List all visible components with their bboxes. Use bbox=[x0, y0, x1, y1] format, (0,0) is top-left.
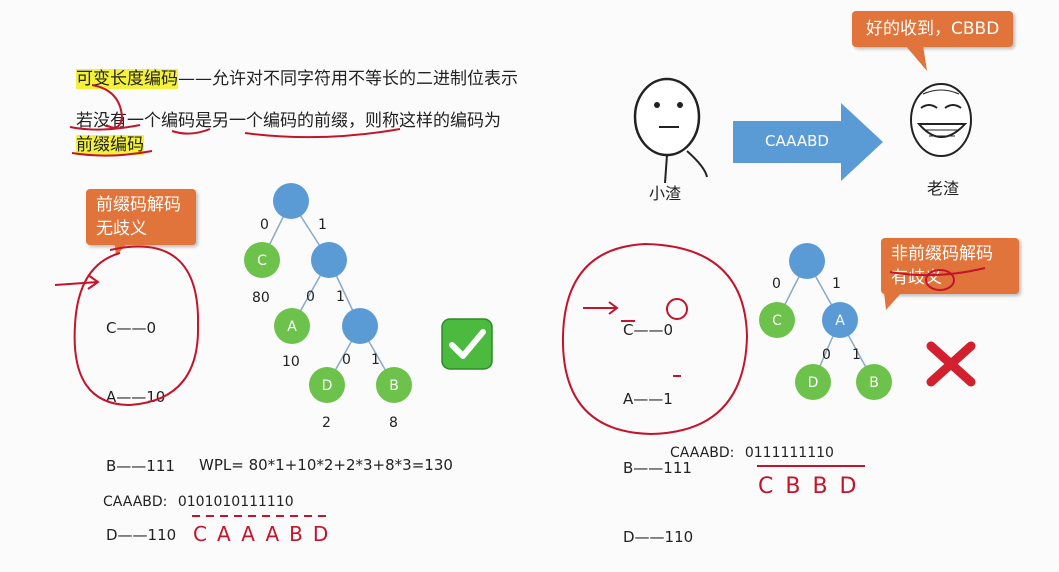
leaf-weight: 10 bbox=[282, 354, 300, 370]
code-row: A——1 bbox=[623, 390, 673, 408]
edge-label: 0 bbox=[822, 347, 831, 363]
encode-label: CAAABD: bbox=[103, 494, 168, 510]
definition-text: ——允许对不同字符用不等长的二进制位表示 bbox=[178, 69, 518, 89]
left-encode-dashes bbox=[192, 515, 330, 517]
left-person-figure bbox=[633, 77, 708, 184]
node-label: A bbox=[835, 313, 845, 329]
check-icon bbox=[441, 318, 493, 370]
leaf-label: C bbox=[257, 253, 267, 269]
right-encode-line: CAAABD: 0111111110 bbox=[670, 445, 834, 461]
edge-label: 0 bbox=[342, 352, 351, 368]
tree-leaf-b bbox=[856, 364, 892, 400]
right-code-table: C——0 A——1 B——111 D——110 bbox=[623, 273, 693, 572]
left-person-name: 小渣 bbox=[649, 184, 682, 203]
right-callout-tail bbox=[884, 292, 902, 310]
left-encode-line: CAAABD: 0101010111110 bbox=[103, 494, 294, 510]
edge-label: 1 bbox=[852, 347, 861, 363]
definition-line-3: 前缀编码 bbox=[76, 130, 144, 155]
wpl-formula: WPL= 80*1+10*2+2*3+8*3=130 bbox=[199, 456, 453, 474]
left-handwritten-decode: CAAABD bbox=[193, 522, 339, 546]
leaf-label: D bbox=[808, 375, 819, 391]
top-ink-annotations bbox=[69, 84, 401, 157]
tree-internal-node bbox=[342, 308, 378, 344]
leaf-label: B bbox=[869, 375, 879, 391]
leaf-label: D bbox=[322, 378, 333, 394]
left-callout: 前缀码解码无歧义 bbox=[86, 189, 196, 245]
right-ink-circle bbox=[561, 243, 749, 436]
tree-leaf-b bbox=[376, 367, 412, 403]
leaf-weight: 8 bbox=[389, 415, 398, 431]
leaf-label: A bbox=[287, 319, 297, 335]
right-encode-underline bbox=[757, 465, 865, 467]
right-prefixless-tree: C A D B 0 1 0 1 bbox=[759, 243, 892, 400]
leaf-weight: 2 bbox=[322, 415, 331, 431]
encode-bits: 0101010111110 bbox=[177, 494, 294, 510]
leaf-label: C bbox=[772, 313, 782, 329]
tree-leaf-c bbox=[244, 242, 280, 278]
leaf-weight: 80 bbox=[252, 290, 270, 306]
right-person-name: 老渣 bbox=[927, 179, 960, 198]
edge-label: 1 bbox=[336, 289, 345, 305]
leaf-label: B bbox=[389, 378, 399, 394]
speech-bubble-tail bbox=[905, 45, 927, 71]
term-prefix-code: 前缀编码 bbox=[76, 135, 144, 155]
right-person-face bbox=[910, 83, 972, 157]
tree-leaf-a bbox=[274, 308, 310, 344]
code-row: B——111 bbox=[623, 459, 692, 477]
edge-label: 0 bbox=[260, 217, 269, 233]
speech-bubble: 好的收到，CBBD bbox=[852, 11, 1014, 47]
definition-line-2: 若没有一个编码是另一个编码的前缀，则称这样的编码为 bbox=[76, 111, 501, 131]
tree-root-node bbox=[789, 243, 825, 279]
tree-leaf-d bbox=[795, 364, 831, 400]
code-row: C——0 bbox=[623, 321, 674, 339]
edge-label: 1 bbox=[832, 276, 841, 292]
transmit-arrow bbox=[733, 103, 883, 181]
tree-leaf-c bbox=[759, 302, 795, 338]
transmit-arrow-text: CAAABD bbox=[765, 132, 829, 150]
edge-label: 1 bbox=[371, 352, 380, 368]
definition-line-1: 可变长度编码——允许对不同字符用不等长的二进制位表示 bbox=[76, 64, 518, 89]
code-row: D——110 bbox=[623, 528, 694, 546]
code-row: C——0 bbox=[106, 319, 157, 337]
tree-internal-node bbox=[311, 242, 347, 278]
left-ink-circle bbox=[54, 245, 200, 407]
code-row: B——111 bbox=[106, 457, 175, 475]
encode-bits: 0111111110 bbox=[744, 445, 834, 461]
edge-label: 0 bbox=[772, 276, 781, 292]
edge-label: 1 bbox=[318, 217, 327, 233]
term-variable-length-code: 可变长度编码 bbox=[76, 69, 178, 89]
left-huffman-tree: C A D B 0 1 0 1 0 1 80 10 2 8 bbox=[244, 183, 412, 431]
cross-icon bbox=[926, 341, 976, 387]
left-code-table: C——0 A——10 B——111 D——110 bbox=[106, 271, 176, 570]
right-handwritten-decode: CBBD bbox=[758, 474, 869, 499]
tree-leaf-d bbox=[309, 367, 345, 403]
right-callout-ink bbox=[889, 267, 986, 291]
tree-root-node bbox=[273, 183, 309, 219]
code-row: D——110 bbox=[106, 526, 177, 544]
tree-node-a bbox=[822, 302, 858, 338]
encode-label: CAAABD: bbox=[670, 445, 735, 461]
edge-label: 0 bbox=[306, 289, 315, 305]
